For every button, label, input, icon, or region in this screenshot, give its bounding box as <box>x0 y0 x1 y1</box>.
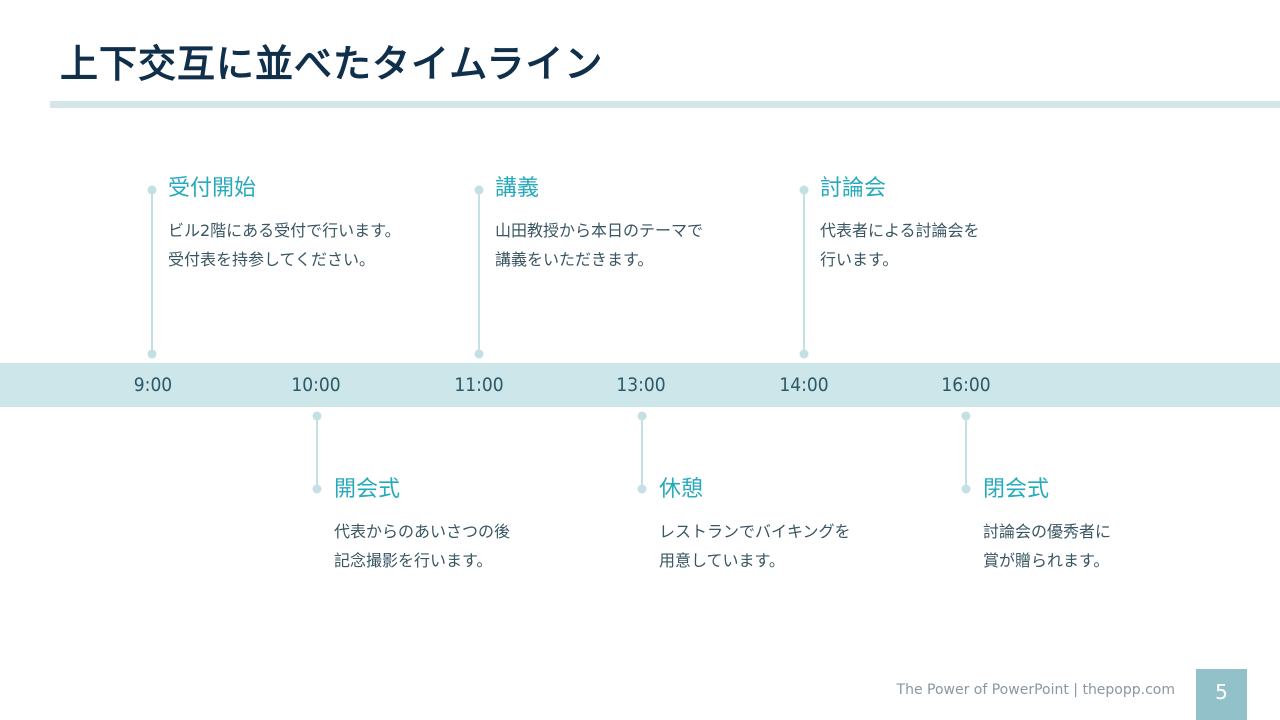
event-line: 記念撮影を行います。 <box>334 551 493 570</box>
time-label: 13:00 <box>616 374 666 396</box>
event-line: 討論会の優秀者に <box>983 522 1112 541</box>
connector-line <box>478 190 480 354</box>
event-line: 講義をいただきます。 <box>495 250 654 269</box>
event-description: 山田教授から本日のテーマで 講義をいただきます。 <box>495 216 703 274</box>
event-line: ビル2階にある受付で行います。 <box>168 221 401 240</box>
connector-dot <box>147 185 157 195</box>
time-label: 10:00 <box>291 374 341 396</box>
event-line: レストランでバイキングを <box>659 522 851 541</box>
time-label: 9:00 <box>133 374 173 396</box>
connector-dot <box>312 484 322 494</box>
connector-dot <box>312 411 322 421</box>
page-number: 5 <box>1196 669 1247 720</box>
time-label: 14:00 <box>779 374 829 396</box>
connector-dot <box>637 411 647 421</box>
event-line: 代表者による討論会を <box>820 221 980 240</box>
connector-line <box>965 416 967 489</box>
event-line: 賞が贈られます。 <box>983 551 1110 570</box>
event-line: 行います。 <box>820 250 899 269</box>
event-line: 受付表を持参してください。 <box>168 250 376 269</box>
event-description: 代表からのあいさつの後 記念撮影を行います。 <box>334 517 510 575</box>
event-title: 受付開始 <box>168 176 257 201</box>
connector-dot <box>147 349 157 359</box>
time-label: 16:00 <box>941 374 991 396</box>
event-description: レストランでバイキングを 用意しています。 <box>659 517 851 575</box>
event-title: 閉会式 <box>983 477 1050 502</box>
connector-dot <box>961 411 971 421</box>
connector-line <box>803 190 805 354</box>
connector-line <box>316 416 318 489</box>
connector-dot <box>474 349 484 359</box>
title-underline <box>50 101 1280 108</box>
event-title: 討論会 <box>820 176 887 201</box>
connector-dot <box>637 484 647 494</box>
event-line: 代表からのあいさつの後 <box>334 522 511 541</box>
event-title: 休憩 <box>659 477 704 502</box>
time-label: 11:00 <box>454 374 504 396</box>
event-line: 山田教授から本日のテーマで <box>495 221 704 240</box>
footer-credit: The Power of PowerPoint | thepopp.com <box>896 682 1175 698</box>
connector-dot <box>799 185 809 195</box>
connector-line <box>151 190 153 354</box>
event-description: ビル2階にある受付で行います。 受付表を持参してください。 <box>168 216 401 274</box>
connector-dot <box>961 484 971 494</box>
slide-title: 上下交互に並べたタイムライン <box>60 42 604 86</box>
event-title: 講義 <box>495 176 540 201</box>
event-line: 用意しています。 <box>659 551 785 570</box>
connector-dot <box>799 349 809 359</box>
event-description: 代表者による討論会を 行います。 <box>820 216 980 274</box>
event-title: 開会式 <box>334 477 401 502</box>
event-description: 討論会の優秀者に 賞が贈られます。 <box>983 517 1111 575</box>
connector-dot <box>474 185 484 195</box>
connector-line <box>641 416 643 489</box>
timeline-band <box>0 363 1280 407</box>
